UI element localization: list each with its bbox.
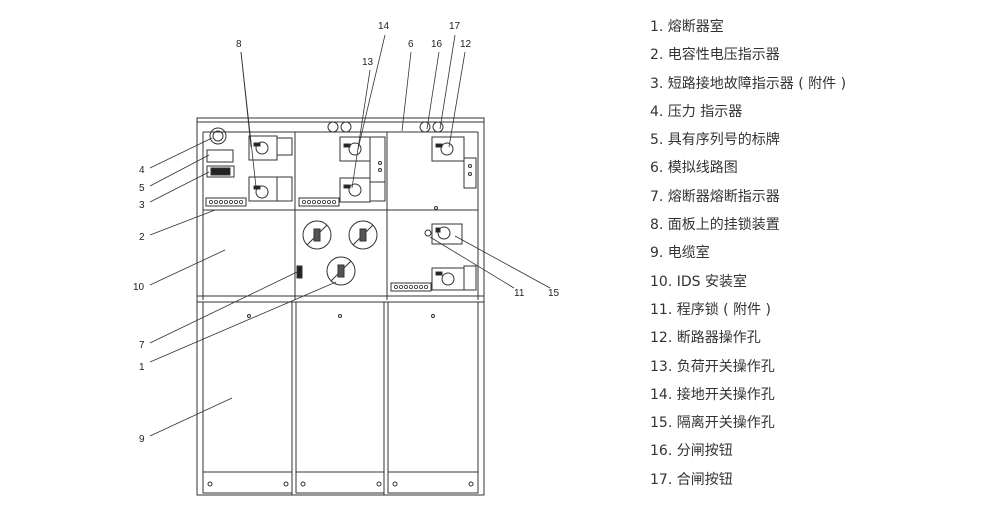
callout-13: 13 [362,57,374,68]
callout-12: 12 [460,39,472,50]
callout-14: 14 [378,21,390,32]
voltage-indicator-left [205,197,247,207]
cable-compartment-left [202,301,293,473]
legend-item: 7. 熔断器熔断指示器 [650,188,780,205]
legend-item: 8. 面板上的挂锁装置 [650,217,780,234]
callout-4: 4 [139,165,145,176]
fuse-blown-indicator [296,265,303,279]
callout-7: 7 [139,340,145,351]
voltage-indicator-middle [298,197,340,207]
cable-compartment-middle [295,301,385,473]
callout-16: 16 [431,39,443,50]
legend-item: 14. 接地开关操作孔 [650,386,775,403]
legend-item: 17. 合闸按钮 [650,471,733,488]
legend-item: 3. 短路接地故障指示器 ( 附件 ) [650,75,847,92]
legend-item: 6. 模拟线路图 [650,160,738,177]
legend-item: 1. 熔断器室 [650,19,724,35]
callout-5: 5 [139,183,145,194]
callout-6: 6 [408,39,414,50]
load-switch-operating-hole [339,136,371,162]
cable-compartment-right [387,301,479,473]
serial-number-plate [206,149,234,163]
legend-item: 16. 分闸按钮 [650,443,733,460]
disconnector-operating-hole [431,223,463,245]
top-bushings [327,121,444,133]
padlock-device-upper [248,135,278,161]
callout-2: 2 [139,232,145,243]
callout-8: 8 [236,39,242,50]
fuse-holders [296,220,378,286]
switchgear-diagram: 8 14 13 6 16 17 12 4 5 3 2 10 7 1 9 11 1… [133,21,560,496]
legend-item: 9. 电缆室 [650,245,710,262]
cabinet-outline [196,117,485,496]
pressure-gauge [209,127,227,145]
legend-item: 15. 隔离开关操作孔 [650,415,775,432]
callout-15: 15 [548,288,560,299]
callout-11: 11 [514,288,525,299]
legend-item: 12. 断路器操作孔 [650,330,761,347]
voltage-indicator-right [390,282,432,292]
interlock-lock [424,229,432,237]
legend-item: 10. IDS 安装室 [650,273,747,290]
earthing-switch-operating-hole [339,177,371,203]
legend-list: 1. 熔断器室 2. 电容性电压指示器 3. 短路接地故障指示器 ( 附件 ) … [650,13,985,494]
legend-item: 2. 电容性电压指示器 [650,47,780,64]
leader-lines [149,34,551,437]
callout-3: 3 [139,200,145,211]
callout-1: 1 [139,362,145,373]
padlock-device-lower [248,176,278,202]
legend-item: 4. 压力 指示器 [650,103,743,120]
legend-item: 13. 负荷开关操作孔 [650,358,775,375]
legend-item: 11. 程序锁 ( 附件 ) [650,301,771,318]
callout-9: 9 [139,434,145,445]
breaker-operating-hole [431,136,465,162]
callout-17: 17 [449,21,461,32]
legend-item: 5. 具有序列号的标牌 [650,132,780,149]
callout-10: 10 [133,282,145,293]
